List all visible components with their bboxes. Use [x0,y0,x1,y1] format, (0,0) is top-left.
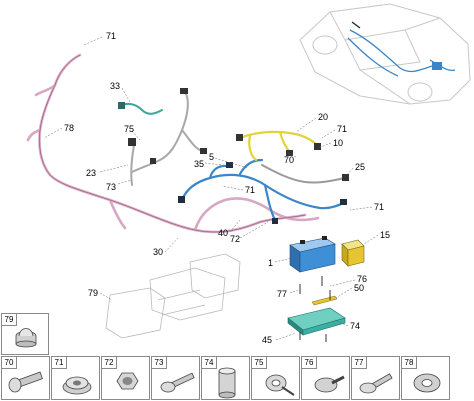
fastener-tile-78[interactable]: 78 [401,356,450,400]
callout-33: 33 [110,81,120,91]
callout-75: 75 [124,124,134,134]
fastener-number: 75 [252,357,267,369]
gray-harness-25[interactable] [261,164,346,184]
callout-71: 71 [374,202,384,212]
callout-25: 25 [355,162,365,172]
vehicle-outline [299,3,471,105]
clip-icon [265,374,295,396]
tray-bolts [299,276,331,342]
fastener-number: 73 [152,357,167,369]
stud-nut-icon [314,375,345,393]
callout-70: 70 [284,155,294,165]
callout-71: 71 [337,124,347,134]
callout-77: 77 [277,289,287,299]
washer-icon [413,373,441,393]
gray-harness-connectors [128,88,207,164]
callout-79: 79 [88,288,98,298]
fuse-box-15[interactable] [341,239,365,267]
screw-icon [160,372,195,393]
fastener-tile-71[interactable]: 71 [51,356,100,400]
callout-30: 30 [153,247,163,257]
callout-50: 50 [354,283,364,293]
yellow-harness-connectors [236,134,321,156]
main-harness-30-outline [39,54,306,233]
cap-nut-icon [15,328,37,348]
gray-harness-25-connector [342,174,349,181]
callout-35: 35 [194,159,204,169]
callout-78: 78 [64,123,74,133]
fastener-number: 77 [352,357,367,369]
callout-74: 74 [350,321,360,331]
fastener-tile-70[interactable]: 70 [1,356,50,400]
battery-tray-45[interactable] [287,307,346,336]
spacer-sleeve-icon [218,367,236,399]
fastener-number: 71 [52,357,67,369]
callout-1: 1 [268,258,273,268]
callout-71: 71 [245,185,255,195]
flange-nut-icon [62,376,92,395]
ghost-tray-79 [105,253,241,339]
callout-labels: 71 78 33 75 23 73 35 5 20 71 10 70 25 71… [64,31,390,345]
fastener-number: 74 [202,357,217,369]
fastener-tile-79[interactable]: 79 [1,313,49,355]
callout-40: 40 [218,228,228,238]
callout-45: 45 [262,335,272,345]
fastener-tile-77[interactable]: 77 [351,356,400,400]
fastener-number: 79 [2,314,17,326]
battery-1[interactable] [289,236,336,273]
callout-20: 20 [318,112,328,122]
fastener-tile-73[interactable]: 73 [151,356,200,400]
callout-15: 15 [380,230,390,240]
fastener-number: 78 [402,357,417,369]
fastener-tile-76[interactable]: 76 [301,356,350,400]
yellow-harness-20[interactable] [238,130,320,162]
fastener-number: 70 [2,357,17,369]
tray-bracket-50[interactable] [311,295,338,306]
vehicle-harness-route [347,21,456,77]
fastener-tile-72[interactable]: 72 [101,356,150,400]
flange-bolt-icon [359,373,393,394]
gray-harness-23[interactable] [130,91,206,186]
fastener-tile-74[interactable]: 74 [201,356,250,400]
callout-73: 73 [106,182,116,192]
callout-71: 71 [106,31,116,41]
blue-harness-40[interactable] [180,158,347,222]
teal-harness-connector [118,102,125,109]
main-harness-30[interactable] [26,53,320,234]
fastener-number: 76 [302,357,317,369]
leader-lines [43,36,379,341]
callout-5: 5 [209,152,214,162]
callout-76: 76 [357,274,367,284]
hex-nut-icon [116,372,139,390]
fastener-number: 72 [102,357,117,369]
teal-harness-33[interactable] [119,102,163,115]
callout-72: 72 [230,234,240,244]
bolt-icon [8,371,43,393]
blue-harness-connectors [178,162,347,224]
callout-10: 10 [333,138,343,148]
callout-23: 23 [86,168,96,178]
fastener-tile-75[interactable]: 75 [251,356,300,400]
